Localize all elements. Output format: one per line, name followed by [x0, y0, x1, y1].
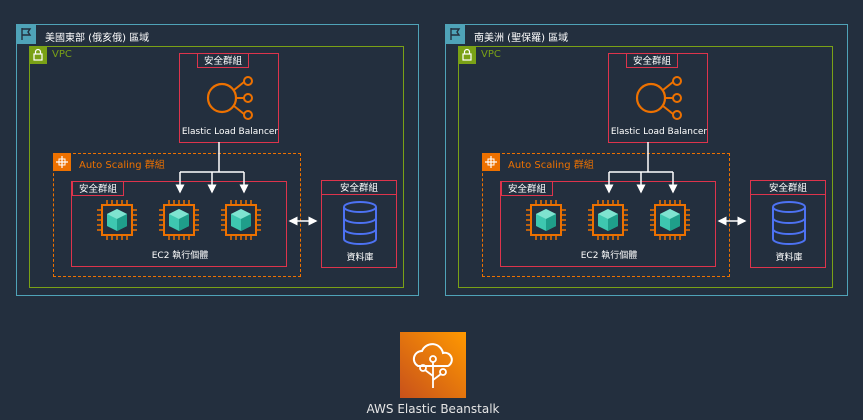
elb-security-group-label: 安全群組 — [626, 53, 679, 68]
region-sa-sao-paulo: 南美洲 (聖保羅) 區域 VPC 安全群組 Elastic Load Balan… — [445, 24, 848, 296]
auto-scaling-label: Auto Scaling 群組 — [79, 160, 165, 171]
db-label: 資料庫 — [346, 253, 374, 263]
load-balancer-icon — [633, 74, 685, 126]
region-title: 南美洲 (聖保羅) 區域 — [474, 33, 569, 44]
vpc: VPC — [29, 46, 404, 288]
auto-scaling-icon — [482, 153, 500, 171]
vpc-lock-icon — [29, 46, 47, 64]
region-flag-icon — [16, 24, 36, 44]
vpc-label: VPC — [52, 49, 72, 60]
vpc-lock-icon — [458, 46, 476, 64]
vpc-label: VPC — [481, 49, 501, 60]
region-title: 美國東部 (俄亥俄) 區域 — [45, 33, 150, 44]
load-balancer-icon — [204, 74, 256, 126]
ec2-security-group-label: 安全群組 — [72, 181, 125, 196]
auto-scaling-icon — [53, 153, 71, 171]
vpc: VPC — [458, 46, 833, 288]
db-security-group-label: 安全群組 — [750, 180, 826, 195]
region-us-east-ohio: 美國東部 (俄亥俄) 區域 VPC 安全群組 Elastic Load Bala… — [16, 24, 419, 296]
ec2-label: EC2 執行個體 — [151, 251, 209, 261]
elb-label: Elastic Load Balancer — [181, 127, 279, 137]
elb-security-group: 安全群組 Elastic Load Balancer — [608, 53, 708, 143]
ec2-security-group: 安全群組 EC2 執行個體 — [500, 181, 716, 267]
ec2-security-group: 安全群組 EC2 執行個體 — [71, 181, 287, 267]
region-flag-icon — [445, 24, 465, 44]
elb-security-group-label: 安全群組 — [197, 53, 250, 68]
ec2-security-group-label: 安全群組 — [501, 181, 554, 196]
db-label: 資料庫 — [775, 253, 803, 263]
db-security-group: 安全群組 資料庫 — [750, 180, 826, 268]
ec2-label: EC2 執行個體 — [580, 251, 638, 261]
db-security-group: 安全群組 資料庫 — [321, 180, 397, 268]
auto-scaling-group: Auto Scaling 群組 — [53, 153, 301, 277]
elb-security-group: 安全群組 Elastic Load Balancer — [179, 53, 279, 143]
db-security-group-label: 安全群組 — [321, 180, 397, 195]
auto-scaling-label: Auto Scaling 群組 — [508, 160, 594, 171]
database-icon — [342, 201, 378, 249]
elastic-beanstalk-label: AWS Elastic Beanstalk — [366, 402, 500, 416]
elastic-beanstalk-icon — [400, 332, 466, 398]
database-icon — [771, 201, 807, 249]
auto-scaling-group: Auto Scaling 群組 — [482, 153, 730, 277]
elb-label: Elastic Load Balancer — [610, 127, 708, 137]
